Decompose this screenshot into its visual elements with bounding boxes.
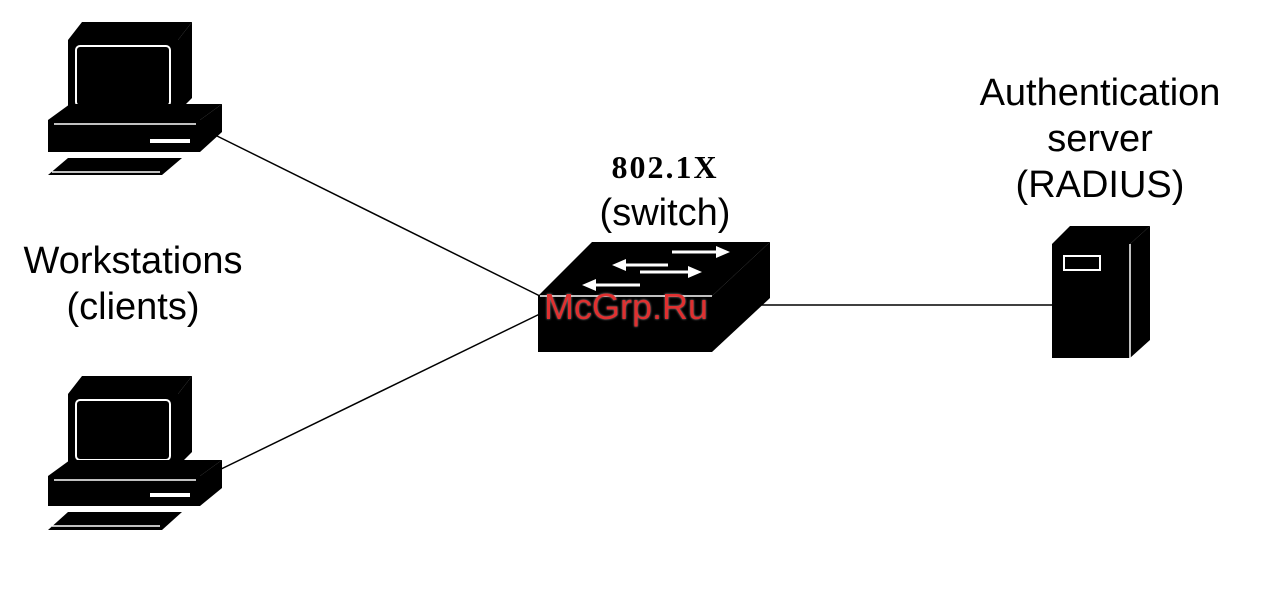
link-workstation-bottom-to-switch [215, 310, 548, 472]
server-label-line1: Authentication [950, 70, 1250, 116]
radius-server-icon [1052, 226, 1150, 358]
workstations-label: Workstations (clients) [0, 238, 266, 330]
switch-label-line1: 802.1X [560, 144, 770, 190]
workstation-bottom-icon [48, 376, 222, 530]
switch-label-line2: (switch) [560, 190, 770, 236]
workstations-label-line1: Workstations [0, 238, 266, 284]
workstations-label-line2: (clients) [0, 284, 266, 330]
switch-label: 802.1X (switch) [560, 144, 770, 236]
workstation-top-icon [48, 22, 222, 175]
watermark: McGrp.Ru [544, 286, 708, 328]
server-label-line3: (RADIUS) [950, 162, 1250, 208]
server-label: Authentication server (RADIUS) [950, 70, 1250, 208]
server-label-line2: server [950, 116, 1250, 162]
